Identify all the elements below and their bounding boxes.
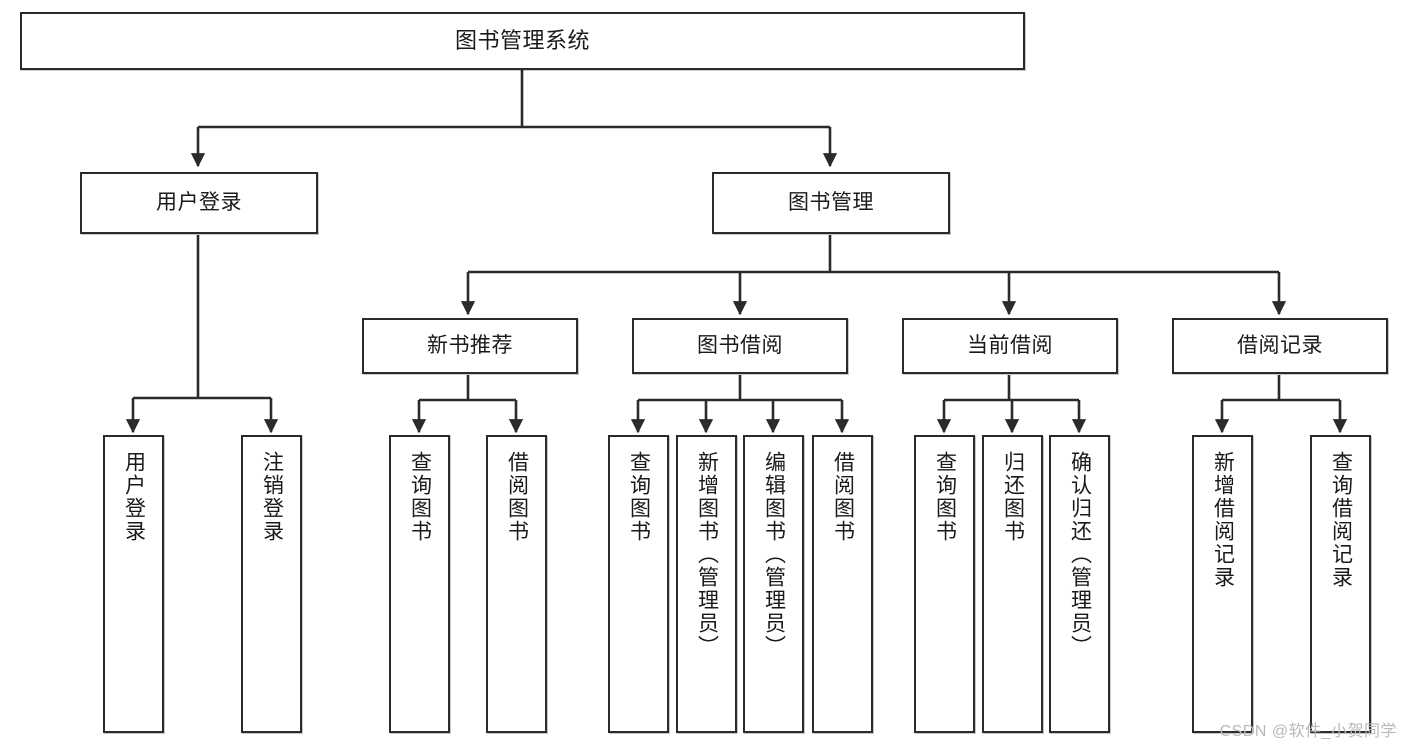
node-label: 查询图书 bbox=[408, 451, 432, 543]
node-user-login[interactable]: 用户登录 bbox=[80, 172, 318, 234]
leaf-borrow-record-query[interactable]: 查询借阅记录 bbox=[1310, 435, 1371, 733]
node-label: 新书推荐 bbox=[427, 333, 513, 357]
node-label: 用户登录 bbox=[156, 190, 242, 214]
leaf-book-borrow-add[interactable]: 新增图书（管理员） bbox=[676, 435, 737, 733]
node-label: 归还图书 bbox=[1001, 451, 1025, 543]
leaf-borrow-record-add[interactable]: 新增借阅记录 bbox=[1192, 435, 1253, 733]
node-book-management[interactable]: 图书管理 bbox=[712, 172, 950, 234]
leaf-current-borrow-return[interactable]: 归还图书 bbox=[982, 435, 1043, 733]
node-label: 图书借阅 bbox=[697, 333, 783, 357]
node-label: 编辑图书（管理员） bbox=[762, 451, 786, 658]
leaf-new-book-borrow[interactable]: 借阅图书 bbox=[486, 435, 547, 733]
node-label: 图书管理系统 bbox=[454, 28, 590, 54]
node-label: 注销登录 bbox=[260, 451, 284, 543]
leaf-current-borrow-query[interactable]: 查询图书 bbox=[914, 435, 975, 733]
leaf-book-borrow-lend[interactable]: 借阅图书 bbox=[812, 435, 873, 733]
node-label: 新增借阅记录 bbox=[1211, 451, 1235, 589]
node-root-system[interactable]: 图书管理系统 bbox=[20, 12, 1025, 70]
node-label: 图书管理 bbox=[788, 190, 874, 214]
node-label: 查询图书 bbox=[933, 451, 957, 543]
node-label: 借阅图书 bbox=[831, 451, 855, 543]
node-book-borrow[interactable]: 图书借阅 bbox=[632, 318, 848, 374]
leaf-user-login-signin[interactable]: 用户登录 bbox=[103, 435, 164, 733]
node-label: 借阅记录 bbox=[1237, 333, 1323, 357]
node-label: 当前借阅 bbox=[967, 333, 1053, 357]
leaf-book-borrow-query[interactable]: 查询图书 bbox=[608, 435, 669, 733]
node-label: 用户登录 bbox=[122, 451, 146, 543]
leaf-new-book-query[interactable]: 查询图书 bbox=[389, 435, 450, 733]
node-label: 查询借阅记录 bbox=[1329, 451, 1353, 589]
node-label: 确认归还（管理员） bbox=[1068, 451, 1092, 658]
node-borrow-record[interactable]: 借阅记录 bbox=[1172, 318, 1388, 374]
node-label: 查询图书 bbox=[627, 451, 651, 543]
node-label: 新增图书（管理员） bbox=[695, 451, 719, 658]
node-new-book-recommend[interactable]: 新书推荐 bbox=[362, 318, 578, 374]
node-current-borrow[interactable]: 当前借阅 bbox=[902, 318, 1118, 374]
node-label: 借阅图书 bbox=[505, 451, 529, 543]
leaf-book-borrow-edit[interactable]: 编辑图书（管理员） bbox=[743, 435, 804, 733]
leaf-user-login-logout[interactable]: 注销登录 bbox=[241, 435, 302, 733]
leaf-current-borrow-confirm-return[interactable]: 确认归还（管理员） bbox=[1049, 435, 1110, 733]
